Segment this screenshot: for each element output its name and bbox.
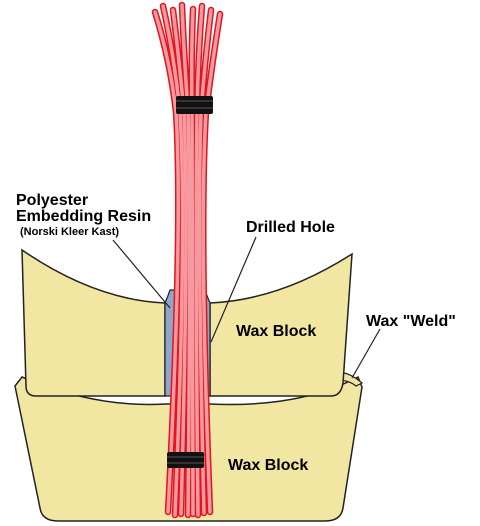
wax-block-upper-label: Wax Block (236, 323, 316, 340)
drilled-hole-label: Drilled Hole (246, 219, 335, 236)
fiber-strand (201, 12, 222, 514)
resin-label-line3: (Norski Kleer Kast) (20, 226, 119, 238)
wax-block-upper-right (209, 252, 353, 397)
fiber-strand (189, 7, 195, 516)
top-tie (176, 96, 213, 114)
fiber-bundle (151, 1, 224, 519)
fiber-strand (161, 4, 185, 517)
wax-weld-label: Wax "Weld" (366, 313, 456, 330)
fiber-strand (153, 10, 180, 514)
bottom-tie (167, 452, 204, 468)
wax-block-lower-label: Wax Block (228, 457, 308, 474)
fiber-strand (171, 8, 188, 516)
fiber-strand (197, 8, 213, 515)
resin-leader (112, 239, 171, 309)
wax-weld (339, 371, 364, 387)
resin-label-line2: Embedding Resin (16, 208, 151, 225)
drilled-hole-leader (210, 236, 257, 343)
resin-label-line1: Polyester (16, 192, 88, 209)
fiber-strand (194, 4, 204, 517)
wax-weld-leader (351, 328, 381, 379)
wax-block-upper-left (21, 248, 166, 397)
fiber-strand (180, 3, 192, 517)
